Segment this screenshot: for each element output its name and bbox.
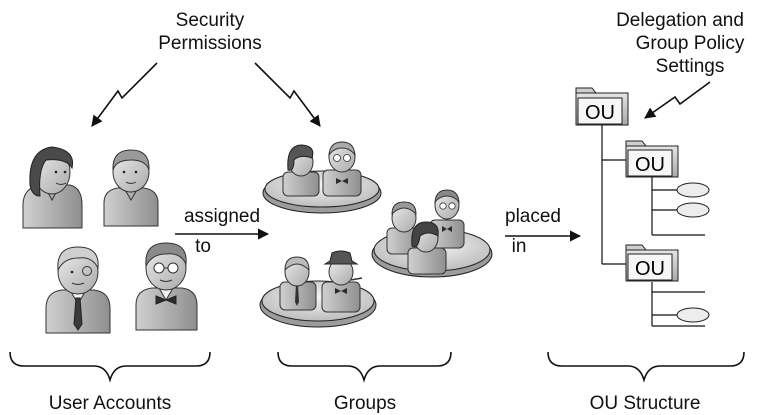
ou-root-label: OU [585,102,615,124]
person-icon [45,246,111,334]
person-icon [321,250,363,313]
placed-in-label: placed in [505,206,561,257]
person-icon [322,141,362,197]
group-disc [262,141,382,214]
person-icon [429,189,465,249]
folder-icon [575,87,629,126]
group-disc [371,189,493,278]
delegation-label: Delegation and Group Policy Settings [616,10,745,77]
groups-label: Groups [333,393,397,414]
lightning-arrow-icon [254,62,321,127]
person-icon [282,144,320,197]
ou-tree-lines [601,125,705,327]
ou-structure-label: OU Structure [589,393,701,414]
person-icon [279,256,317,311]
assigned-to-label: assigned to [183,206,261,257]
ou-child2-label: OU [635,258,665,280]
folder-icon [625,244,679,282]
person-icon [407,221,447,275]
lightning-arrow-icon [91,62,158,127]
ou-object-oval [676,202,710,218]
folder-icon [625,140,679,178]
group-disc [259,250,377,328]
ou-object-oval [676,307,710,323]
security-permissions-label: Security Permissions [158,10,262,54]
ou-child1-label: OU [635,154,665,176]
user-accounts-label: User Accounts [48,393,172,414]
brace-icon [547,351,745,383]
ou-object-oval [676,182,710,198]
brace-icon [277,351,452,383]
person-icon [135,242,198,331]
brace-icon [9,351,211,383]
person-icon [103,149,159,227]
person-icon [22,146,83,229]
lightning-arrow-icon [644,81,711,119]
